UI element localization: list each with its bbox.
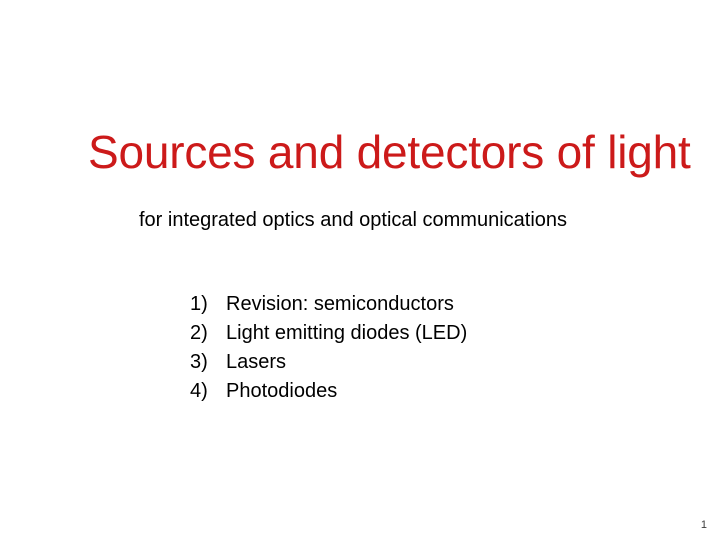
list-item: 3) Lasers	[190, 348, 610, 377]
list-item-label: Revision: semiconductors	[226, 293, 454, 315]
list-item-label: Light emitting diodes (LED)	[226, 322, 468, 344]
title-block: Sources and detectors of light	[88, 126, 691, 178]
agenda-list: 1) Revision: semiconductors 2) Light emi…	[190, 290, 610, 406]
page-number: 1	[700, 519, 707, 531]
list-item-marker: 1)	[190, 293, 208, 315]
list-item: 2) Light emitting diodes (LED)	[190, 319, 610, 348]
list-item-label: Lasers	[226, 351, 287, 373]
slide-subtitle: for integrated optics and optical commun…	[139, 209, 568, 231]
list-item-marker: 2)	[190, 322, 208, 344]
list-item-label: Photodiodes	[226, 380, 338, 402]
subtitle-block: for integrated optics and optical commun…	[139, 207, 659, 233]
list-item-marker: 4)	[190, 380, 208, 402]
list-item: 1) Revision: semiconductors	[190, 290, 610, 319]
page-title: Sources and detectors of light	[88, 126, 691, 178]
list-item: 4) Photodiodes	[190, 377, 610, 406]
list-item-marker: 3)	[190, 351, 208, 373]
